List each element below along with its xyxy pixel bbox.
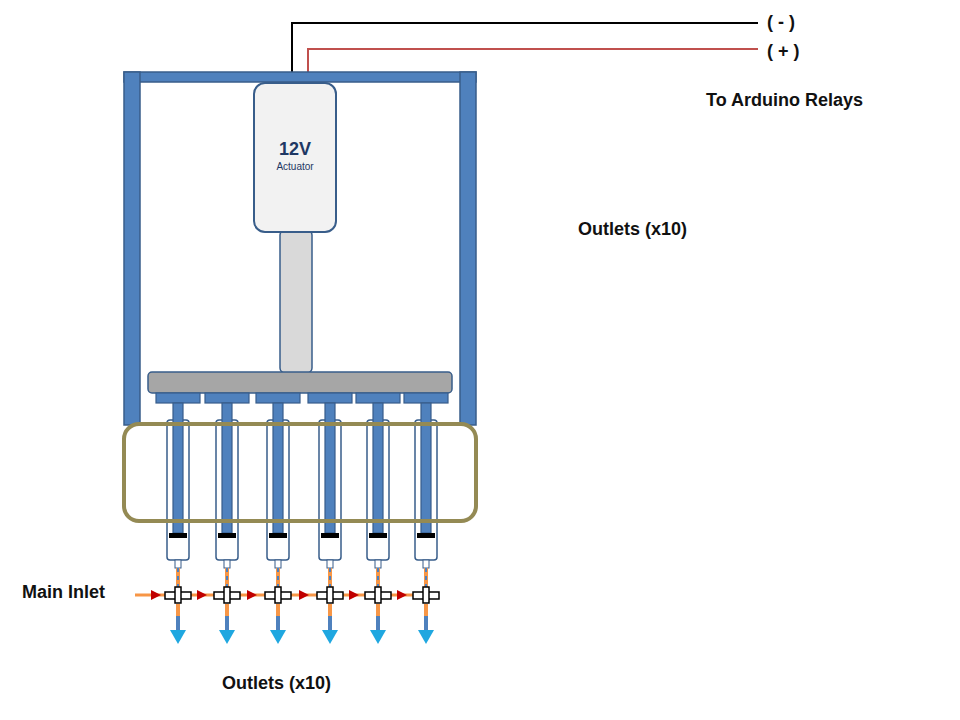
piston <box>417 533 435 538</box>
outlet-drop <box>418 630 434 644</box>
outlet-tube <box>176 604 180 616</box>
outlet-tube <box>176 616 180 630</box>
piston <box>218 533 236 538</box>
tube-stripe <box>425 568 427 589</box>
wire-note: To Arduino Relays <box>706 89 863 111</box>
frame-right <box>460 72 476 425</box>
actuator-box: 12VActuator <box>253 82 337 233</box>
tube-stripe <box>329 568 331 589</box>
flow-arrow <box>197 590 207 600</box>
plunger-pad <box>356 393 400 403</box>
device-label: Actuator <box>255 160 335 173</box>
flow-arrow <box>397 590 407 600</box>
tube-stripe <box>277 568 279 589</box>
tee-stem <box>275 587 281 603</box>
tube <box>276 568 280 589</box>
piston <box>321 533 339 538</box>
flow-arrow <box>299 590 309 600</box>
holder-band <box>124 424 476 521</box>
tee-stem <box>375 587 381 603</box>
tee-stem <box>327 587 333 603</box>
outlet-drop <box>370 630 386 644</box>
tee-stem <box>224 587 230 603</box>
negative-wire <box>292 23 758 73</box>
piston <box>269 533 287 538</box>
frame-left <box>124 72 140 425</box>
tube <box>376 568 380 589</box>
syringe-tip <box>275 560 281 568</box>
outlet-tube <box>376 604 380 616</box>
outlet-label: Outlets (x10) <box>578 218 687 240</box>
tube-stripe <box>226 568 228 589</box>
outlet-tube <box>276 616 280 630</box>
flow-arrow <box>247 590 257 600</box>
voltage-label: 12V <box>255 138 335 160</box>
plunger-pad <box>404 393 448 403</box>
tube <box>328 568 332 589</box>
push-plate <box>148 372 452 393</box>
flow-arrow <box>349 590 359 600</box>
outlet-drop <box>170 630 186 644</box>
outlet-tube <box>424 604 428 616</box>
outlet-tube <box>376 616 380 630</box>
outlet-tube <box>276 604 280 616</box>
actuator-rod <box>280 230 312 373</box>
plunger-pad <box>205 393 249 403</box>
outlet-tube <box>328 604 332 616</box>
inlet-label: Main Inlet <box>22 581 105 603</box>
syringe-tip <box>175 560 181 568</box>
piston <box>369 533 387 538</box>
outlet-drop <box>322 630 338 644</box>
outlet-tube <box>328 616 332 630</box>
tee-stem <box>175 587 181 603</box>
frame-top <box>124 72 476 82</box>
plunger-pad <box>156 393 200 403</box>
syringe-tip <box>375 560 381 568</box>
tube <box>176 568 180 589</box>
outlet-tube <box>225 604 229 616</box>
plunger-pad <box>256 393 300 403</box>
tube-stripe <box>177 568 179 589</box>
tube <box>424 568 428 589</box>
piston <box>169 533 187 538</box>
syringe-tip <box>423 560 429 568</box>
flow-arrow <box>151 590 161 600</box>
polarity-label: ( + ) <box>767 40 800 62</box>
polarity-label: ( - ) <box>767 11 795 33</box>
syringe-tip <box>327 560 333 568</box>
outlet-tube <box>225 616 229 630</box>
syringe-tip <box>224 560 230 568</box>
outlet-drop <box>270 630 286 644</box>
positive-wire <box>308 49 758 73</box>
tee-stem <box>423 587 429 603</box>
outlet-label: Outlets (x10) <box>222 672 331 694</box>
manifold <box>135 560 439 644</box>
syringes <box>156 393 448 560</box>
plunger-pad <box>308 393 352 403</box>
outlet-drop <box>219 630 235 644</box>
tube-stripe <box>377 568 379 589</box>
outlet-tube <box>424 616 428 630</box>
tube <box>225 568 229 589</box>
